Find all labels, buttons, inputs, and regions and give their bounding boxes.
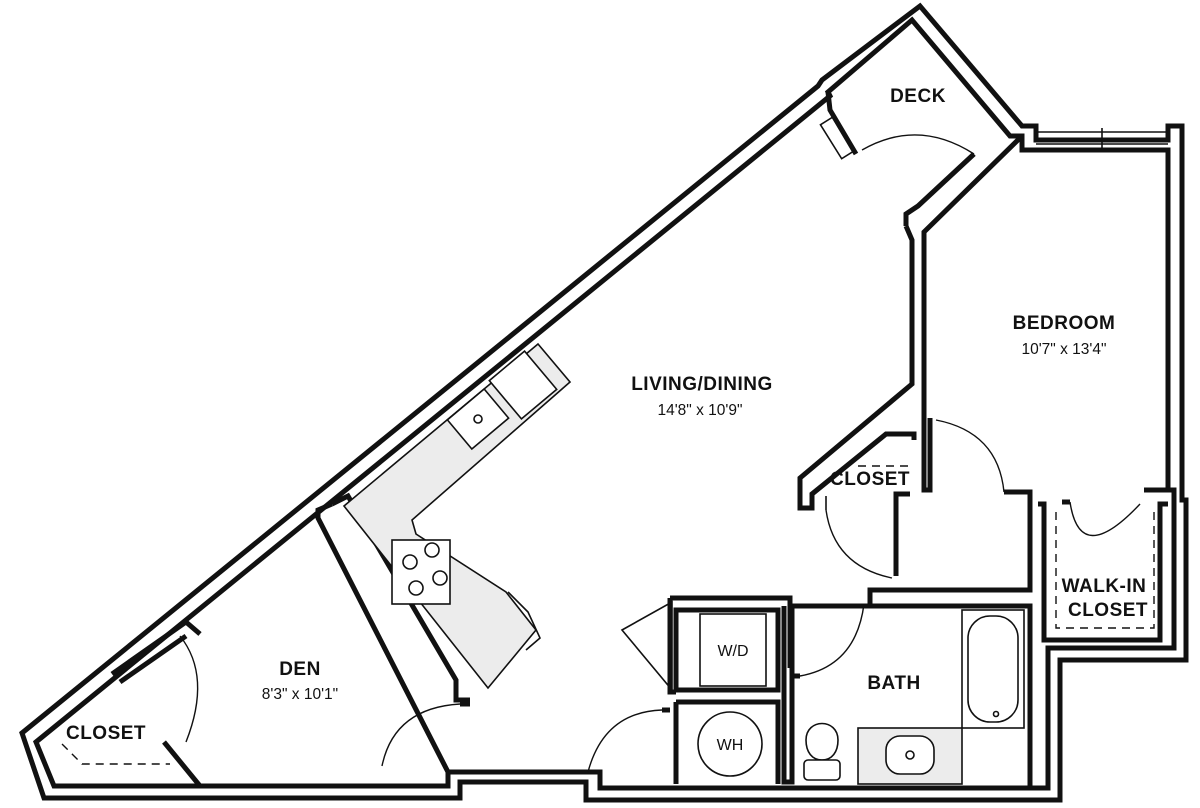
- toilet-icon: [805, 722, 839, 761]
- den: DEN 8'3" x 10'1": [110, 501, 470, 788]
- sink-icon: [446, 387, 510, 451]
- living-dining-label: LIVING/DINING: [631, 374, 773, 395]
- den-label: DEN: [279, 659, 321, 680]
- bedroom-window[interactable]: [1036, 128, 1168, 148]
- sink-icon: [885, 735, 935, 775]
- walk-in-closet-label-line2: CLOSET: [1068, 600, 1148, 621]
- living-dining-dimensions: 14'8" x 10'9": [657, 402, 742, 419]
- deck: DECK: [819, 86, 976, 226]
- bath-label: BATH: [867, 673, 920, 694]
- refrigerator-icon: [488, 349, 558, 421]
- den-closet: CLOSET: [61, 723, 170, 765]
- kitchen: [330, 342, 572, 703]
- walk-in-closet: WALK-IN CLOSET: [1038, 499, 1168, 643]
- utility-block: [587, 595, 1033, 788]
- living-closet-label: CLOSET: [830, 469, 910, 490]
- water-heater: WH: [697, 711, 763, 777]
- bedroom-dimensions: 10'7" x 13'4": [1021, 341, 1106, 358]
- washer-dryer: W/D: [699, 613, 767, 687]
- walk-in-closet-label-line1: WALK-IN: [1062, 576, 1147, 597]
- bedroom-partition: [797, 134, 1174, 606]
- living-closet: CLOSET: [825, 465, 912, 579]
- cooktop-icon: [391, 539, 451, 605]
- den-dimensions: 8'3" x 10'1": [262, 686, 338, 703]
- bath: BATH: [803, 609, 1025, 785]
- living-dining: LIVING/DINING 14'8" x 10'9": [631, 374, 773, 419]
- bedroom-label: BEDROOM: [1013, 313, 1116, 334]
- washer-dryer-label: W/D: [717, 643, 748, 660]
- den-closet-label: CLOSET: [66, 723, 146, 744]
- bedroom: BEDROOM 10'7" x 13'4": [1013, 313, 1116, 358]
- deck-label: DECK: [890, 86, 946, 107]
- water-heater-label: WH: [717, 737, 744, 754]
